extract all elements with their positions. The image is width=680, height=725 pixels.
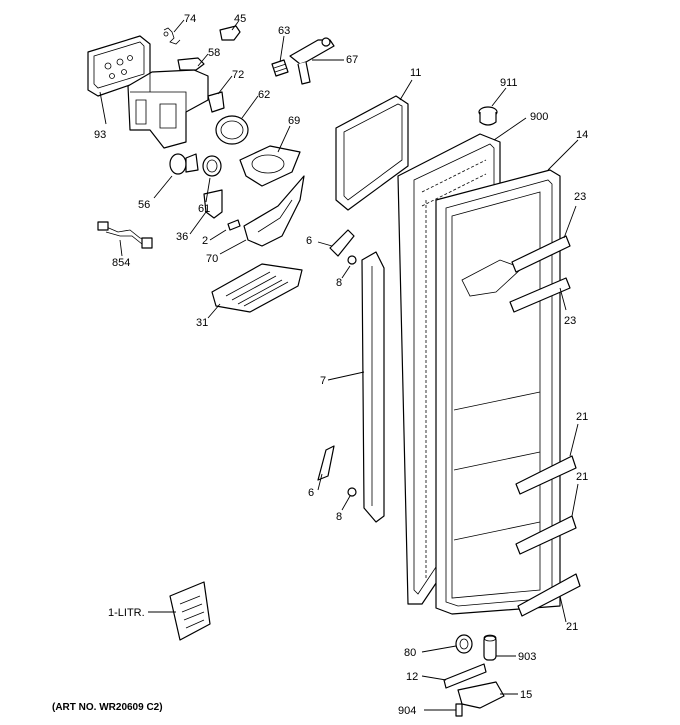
literature-part xyxy=(169,581,211,641)
callout-74: 74 xyxy=(184,13,196,25)
art-number: (ART NO. WR20609 C2) xyxy=(52,702,163,713)
handle-screw-part xyxy=(347,255,357,265)
bulb-part xyxy=(169,153,199,175)
callout-56: 56 xyxy=(138,199,150,211)
callout-23-bottom: 23 xyxy=(564,315,576,327)
callout-70: 70 xyxy=(206,253,218,265)
socket-part xyxy=(202,155,222,177)
handle-cap-part xyxy=(317,445,335,481)
callout-900: 900 xyxy=(530,111,548,123)
funnel-part xyxy=(239,145,301,187)
callout-21-bottom: 21 xyxy=(566,621,578,633)
ring-part xyxy=(215,115,249,145)
callout-854: 854 xyxy=(112,257,130,269)
handle-screw-part xyxy=(347,487,357,497)
clip-part xyxy=(219,25,241,41)
callout-labels: 74 45 63 67 58 72 62 93 69 56 61 36 2 70… xyxy=(52,13,588,717)
door-bin-part xyxy=(509,277,571,313)
callout-36: 36 xyxy=(176,231,188,243)
leader-lines xyxy=(99,19,579,711)
callout-14: 14 xyxy=(576,129,588,141)
door-handle-part xyxy=(361,251,385,523)
callout-903: 903 xyxy=(518,651,536,663)
pin-part xyxy=(483,634,497,661)
door-shelf-part xyxy=(517,573,581,617)
callout-1-litr: 1-LITR. xyxy=(108,607,145,619)
callout-6-top: 6 xyxy=(306,235,312,247)
callout-21-top: 21 xyxy=(576,411,588,423)
callout-69: 69 xyxy=(288,115,300,127)
callout-58: 58 xyxy=(208,47,220,59)
hinge-plate-part xyxy=(443,663,487,689)
callout-61: 61 xyxy=(198,203,210,215)
callout-7: 7 xyxy=(320,375,326,387)
wire-harness-part xyxy=(97,221,153,249)
cap-part xyxy=(271,59,289,77)
door-bin-part xyxy=(511,235,571,273)
hinge-part xyxy=(457,681,505,709)
door-shelf-part xyxy=(515,455,577,495)
door-liner-part xyxy=(435,169,561,615)
callout-2: 2 xyxy=(202,235,208,247)
callout-23-top: 23 xyxy=(574,191,586,203)
callout-8-bottom: 8 xyxy=(336,511,342,523)
callout-45: 45 xyxy=(234,13,246,25)
callout-6-bottom: 6 xyxy=(308,487,314,499)
chute-part xyxy=(243,175,305,247)
callout-63: 63 xyxy=(278,25,290,37)
dispenser-housing-part xyxy=(127,57,209,149)
bracket-part xyxy=(289,37,335,85)
hinge-screw-part xyxy=(455,703,463,717)
door-shelf-part xyxy=(515,515,577,555)
callout-31: 31 xyxy=(196,317,208,329)
screw-part xyxy=(227,219,241,231)
callout-72: 72 xyxy=(232,69,244,81)
dispenser-frame-part xyxy=(335,95,409,211)
callout-911: 911 xyxy=(500,77,518,89)
bushing-part xyxy=(455,634,473,654)
door-cap-part xyxy=(478,106,498,126)
callout-12: 12 xyxy=(406,671,418,683)
callout-80: 80 xyxy=(404,647,416,659)
callout-62: 62 xyxy=(258,89,270,101)
mount-part xyxy=(203,189,223,219)
spring-part xyxy=(163,27,181,45)
callout-93: 93 xyxy=(94,129,106,141)
handle-cap-part xyxy=(329,229,355,257)
callout-21-middle: 21 xyxy=(576,471,588,483)
callout-11: 11 xyxy=(410,67,421,79)
switch-part xyxy=(207,91,225,113)
callout-8-top: 8 xyxy=(336,277,342,289)
callout-15: 15 xyxy=(520,689,532,701)
drip-tray-part xyxy=(211,263,303,313)
callout-904: 904 xyxy=(398,705,416,717)
callout-67: 67 xyxy=(346,54,358,66)
